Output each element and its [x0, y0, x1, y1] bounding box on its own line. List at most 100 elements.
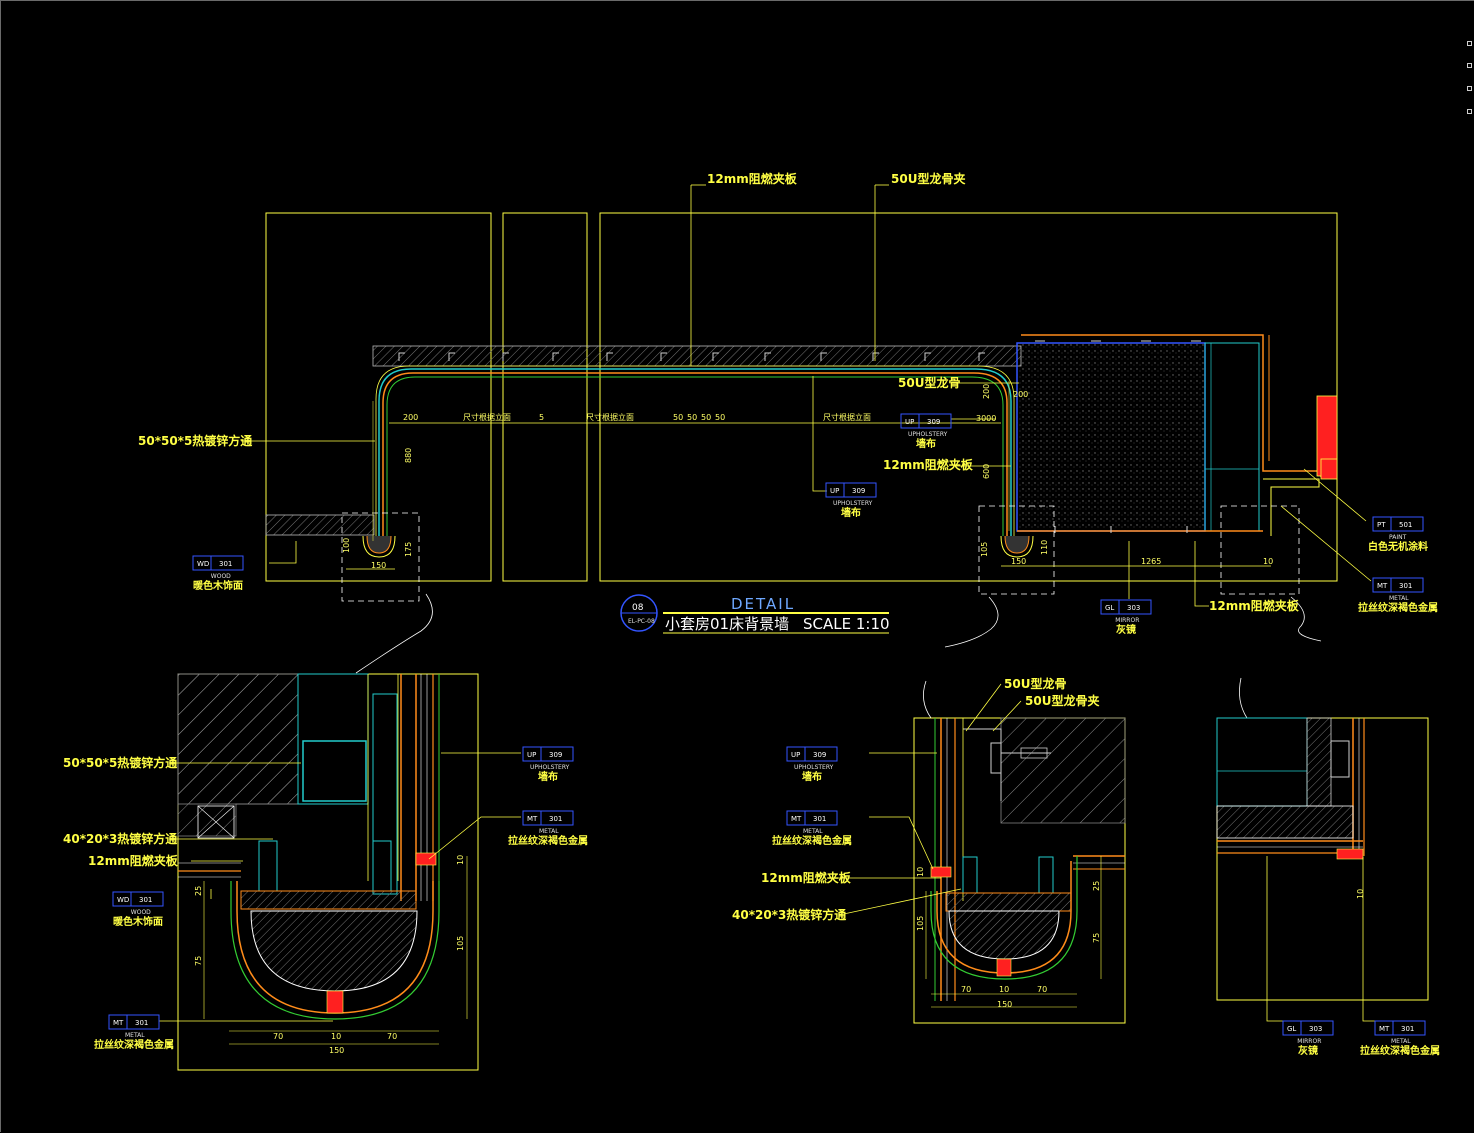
- d2-dim-70b: 70: [1037, 985, 1047, 994]
- sheet-ref: EL-PC-08: [628, 618, 655, 625]
- label-50u-clip-top: 50U型龙骨夹: [891, 171, 965, 186]
- tag-material-type: PAINT: [1389, 534, 1407, 541]
- d3-dim-10: 10: [1356, 889, 1365, 899]
- tag-code: WD: [197, 560, 209, 568]
- tag-code: GL: [1287, 1025, 1296, 1033]
- tag-material-type: UPHOLSTERY: [833, 500, 873, 507]
- frame-right: [599, 212, 1338, 582]
- end-cap-right: [1000, 535, 1034, 558]
- tag-material-name: 墙布: [802, 770, 822, 783]
- tag-material-type: MIRROR: [1297, 1038, 1321, 1045]
- detail-1: 70 10 70 150 105 25 75 10 50*50*5热镀锌方通 4…: [63, 673, 521, 1071]
- dim-175: 175: [404, 542, 413, 557]
- tag-material-name: 墙布: [916, 437, 936, 450]
- tag-material-type: METAL: [1389, 595, 1409, 602]
- tag-number: 501: [1399, 521, 1412, 529]
- label-12mm-board-top: 12mm阻燃夹板: [707, 171, 798, 186]
- d1-dim-25: 25: [194, 886, 203, 896]
- tag-code: MT: [1379, 1025, 1390, 1033]
- end-cap-left: [362, 535, 396, 558]
- drawing-scale: SCALE 1:10: [803, 615, 890, 633]
- d2-dim-10b: 10: [916, 867, 925, 877]
- d1-steel-tube: [302, 740, 367, 802]
- tag-code: UP: [527, 751, 536, 759]
- d2-dim-10: 10: [999, 985, 1009, 994]
- tag-material-type: METAL: [1391, 1038, 1411, 1045]
- d2-dim-150: 150: [997, 1000, 1012, 1009]
- tag-number: 301: [813, 815, 826, 823]
- detail-window-3[interactable]: [1220, 505, 1300, 595]
- d2-dim-70a: 70: [961, 985, 971, 994]
- detail-window-1[interactable]: [341, 512, 420, 602]
- tag-material-type: UPHOLSTERY: [530, 764, 570, 771]
- tag-number: 309: [813, 751, 826, 759]
- side-frame: [1204, 342, 1260, 532]
- tag-material-name: 白色无机涂料: [1368, 540, 1428, 553]
- dim-50b: 50: [687, 413, 697, 422]
- dim-50d: 50: [715, 413, 725, 422]
- drawing-title: 小套房01床背景墙: [665, 615, 789, 633]
- tag-number: 309: [549, 751, 562, 759]
- dim-200b: 200: [982, 384, 991, 399]
- tag-material-type: METAL: [803, 828, 823, 835]
- viewport-corner-mark: [1467, 86, 1472, 91]
- tag-code: MT: [527, 815, 538, 823]
- detail-2: 70 10 70 150 105 75 25 10 50U型龙骨 50U型龙骨夹…: [732, 676, 1126, 1024]
- label-steel-tube-50: 50*50*5热镀锌方通: [138, 433, 252, 448]
- tag-code: GL: [1105, 604, 1114, 612]
- d1-dim-10b: 10: [456, 855, 465, 865]
- tag-material-type: UPHOLSTERY: [908, 431, 948, 438]
- d1-dim-70a: 70: [273, 1032, 283, 1041]
- tag-material-name: 暖色木饰面: [113, 915, 163, 928]
- tag-number: 301: [139, 896, 152, 904]
- tag-material-name: 拉丝纹深褐色金属: [772, 834, 852, 847]
- dim-200c: 200: [1013, 390, 1028, 399]
- label-12mm-board-right: 12mm阻燃夹板: [883, 457, 974, 472]
- tag-code: PT: [1377, 521, 1386, 529]
- dim-50c: 50: [701, 413, 711, 422]
- tag-code: MT: [791, 815, 802, 823]
- tag-material-name: 墙布: [841, 506, 861, 519]
- detail-window-2[interactable]: [978, 505, 1055, 595]
- tag-code: UP: [905, 418, 914, 426]
- d1-dim-75: 75: [194, 956, 203, 966]
- tag-material-name: 拉丝纹深褐色金属: [94, 1038, 174, 1051]
- tag-number: 309: [852, 487, 865, 495]
- tag-number: 309: [927, 418, 940, 426]
- steel-frame-line: [378, 368, 1012, 536]
- tag-number: 301: [135, 1019, 148, 1027]
- tag-material-name: 灰镜: [1298, 1044, 1318, 1057]
- tag-material-type: UPHOLSTERY: [794, 764, 834, 771]
- main-leaders: [241, 184, 1372, 607]
- label-12mm-board-bottom: 12mm阻燃夹板: [1209, 598, 1300, 613]
- dim-600: 600: [982, 464, 991, 479]
- tag-number: 301: [1401, 1025, 1414, 1033]
- dim-880: 880: [404, 448, 413, 463]
- keel-clips: [398, 340, 1201, 533]
- main-labels: 12mm阻燃夹板 50U型龙骨夹 50U型龙骨 50*50*5热镀锌方通 12m…: [138, 171, 1300, 613]
- d2-label-tube-40: 40*20*3热镀锌方通: [732, 907, 846, 922]
- outer-line: [375, 365, 1015, 536]
- viewport-corner-mark: [1467, 109, 1472, 114]
- tag-code: UP: [791, 751, 800, 759]
- detail-word: DETAIL: [731, 595, 795, 613]
- d1-dim-150: 150: [329, 1046, 344, 1055]
- d1-dim-10: 10: [331, 1032, 341, 1041]
- d2-dim-75: 75: [1092, 933, 1101, 943]
- dim-size-b: 尺寸根据立面: [586, 412, 634, 422]
- end-cap-left-inner: [366, 535, 392, 554]
- dim-100: 100: [342, 538, 351, 553]
- tag-material-name: 拉丝纹深褐色金属: [1360, 1044, 1440, 1057]
- dim-200a: 200: [403, 413, 418, 422]
- d1-metal-strip: [326, 990, 344, 1014]
